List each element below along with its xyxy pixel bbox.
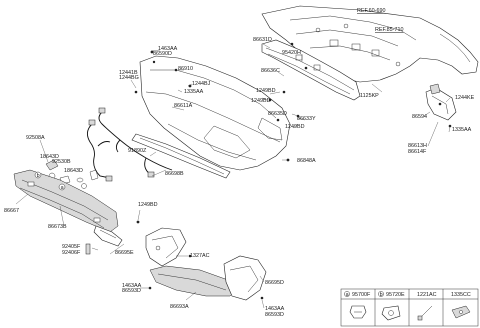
part-label: 1463AA [158,46,178,52]
parking-sensor-group [45,159,99,189]
part-label: 12441B [119,70,138,76]
part-label: 91890Z [128,148,147,154]
part-label: 86910 [178,66,193,72]
legend-key-b: b [380,292,383,298]
part-label: 86593D [265,312,284,318]
part-label: 86848A [297,158,316,164]
part-label: 1249BD [138,202,158,208]
legend-code-1: 95700F [352,292,371,298]
part-label: 86695E [115,250,134,256]
legend-key-a: a [346,292,349,298]
part-label: 86698B [165,171,184,177]
part-label: 92406F [62,250,81,256]
part-label: 1335AA [452,127,472,133]
legend-code-2: 95720E [386,292,405,298]
lower-garnish [13,169,119,233]
nut-clip-icon [451,305,471,319]
part-label: 92508A [26,135,45,141]
part-label: 1244BJ [192,81,211,87]
callout-a: a [61,185,64,191]
part-label: 1249BD [256,88,276,94]
part-label: 1125KP [360,93,379,99]
part-label: 86611A [174,103,193,109]
part-label: 18643D [64,168,83,174]
callout-b: b [37,173,40,179]
part-label: 18643D [40,154,59,160]
part-label: 86614F [408,149,427,155]
side-bracket [425,83,457,121]
part-label: 92530B [52,159,71,165]
part-label: 86635D [268,111,287,117]
part-label: 92405F [62,244,81,250]
legend-code-4: 1335CC [451,292,471,298]
part-label: 1249BD [251,98,271,104]
part-label: 86636C [261,68,280,74]
legend-table: a 95700F b 95720E 1221AC 1335CC [340,288,479,327]
under-cover [149,265,237,297]
part-label: 1463AA [265,306,285,312]
legend-code-3: 1221AC [417,292,437,298]
callout-markers: b a [34,171,66,191]
part-label: 86695D [265,280,284,286]
part-label: 95420H [282,50,301,56]
part-label: 86590D [153,51,172,57]
part-label: 1463AA [122,283,142,289]
lower-trim-strip [131,133,231,179]
part-labels: REF.60-690 REF.85-710 86631D 1463AA 8659… [4,8,475,318]
part-label: 1335AA [184,89,204,95]
part-label: 1249BD [285,124,305,130]
clip-icon [349,305,367,319]
part-label: 86693A [170,304,189,310]
part-label: 86593D [122,288,141,294]
rear-reflector [85,225,123,255]
part-label: 86594 [412,114,427,120]
part-label: 86673B [48,224,67,230]
bumper-cover [139,55,291,171]
ref-label-body[interactable]: REF.60-690 [357,8,385,14]
part-label: 86633Y [297,116,316,122]
leader-lines [15,43,451,309]
part-label: 1244BG [119,75,139,81]
ref-label-panel[interactable]: REF.85-710 [375,27,403,33]
part-label: 86667 [4,208,19,214]
screw-icon [417,305,433,321]
fasteners [134,42,452,300]
left-splash-guard [145,227,187,267]
rear-body-panel [261,5,479,83]
wiring-harness [87,107,173,182]
right-splash-guard [223,255,267,301]
part-label: 1327AC [190,253,210,259]
part-label: 86613H [408,143,427,149]
part-label: 86631D [253,37,272,43]
part-label: 1244KE [455,95,475,101]
sensor-icon [381,305,401,321]
